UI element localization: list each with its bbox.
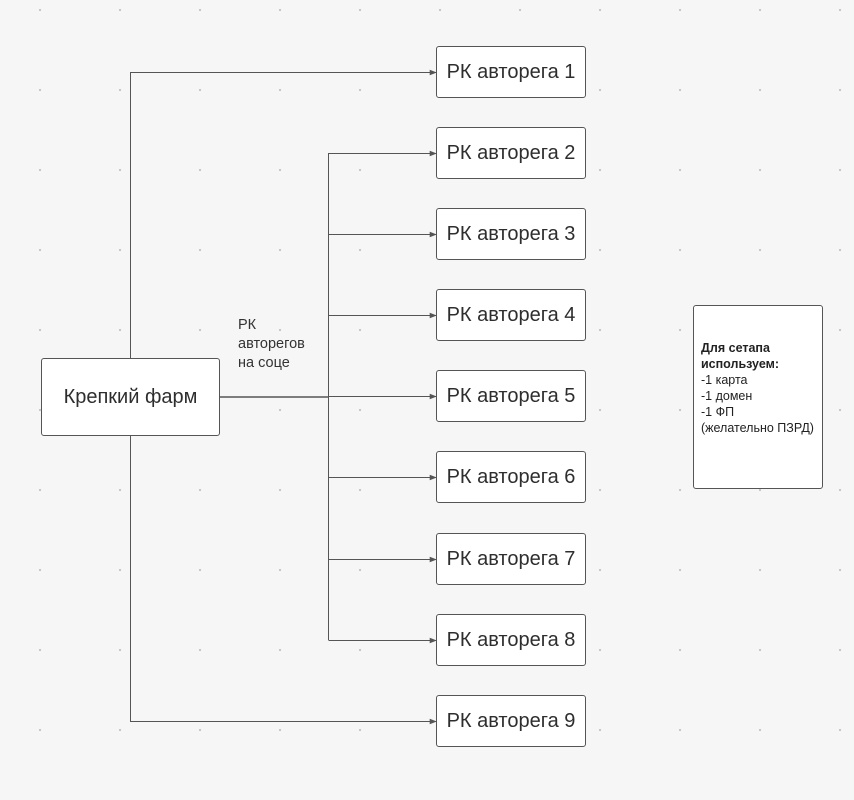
connector-to-target-9 — [130, 436, 437, 725]
note-line: -1 карта — [701, 373, 748, 387]
target-node-9[interactable]: РК авторега 9 — [436, 695, 586, 747]
target-node-label: РК авторега 8 — [446, 628, 576, 651]
target-node-3[interactable]: РК авторега 3 — [436, 208, 586, 260]
connector-to-target-1 — [130, 69, 437, 358]
target-node-label: РК авторега 4 — [446, 303, 576, 326]
target-node-label: РК авторега 3 — [446, 222, 576, 245]
target-node-label: РК авторега 9 — [446, 709, 576, 732]
target-node-label: РК авторега 5 — [446, 384, 576, 407]
target-node-1[interactable]: РК авторега 1 — [436, 46, 586, 98]
note-setup[interactable]: Для сетапа используем: -1 карта -1 домен… — [693, 305, 823, 489]
connector-group — [130, 69, 437, 725]
target-node-4[interactable]: РК авторега 4 — [436, 289, 586, 341]
target-node-label: РК авторега 1 — [446, 60, 576, 83]
target-node-label: РК авторега 6 — [446, 465, 576, 488]
note-line: -1 домен — [701, 389, 753, 403]
edge-label-rk-autoregs: РК авторегов на соце — [238, 316, 328, 373]
target-node-2[interactable]: РК авторега 2 — [436, 127, 586, 179]
target-node-5[interactable]: РК авторега 5 — [436, 370, 586, 422]
edge-label-line: РК — [238, 317, 257, 333]
note-line: -1 ФП — [701, 405, 735, 419]
edge-label-line: авторегов — [238, 336, 305, 352]
note-line: (желательно ПЗРД) — [701, 421, 814, 435]
target-node-label: РК авторега 2 — [446, 141, 576, 164]
target-node-7[interactable]: РК авторега 7 — [436, 533, 586, 585]
target-node-8[interactable]: РК авторега 8 — [436, 614, 586, 666]
source-node-label: Крепкий фарм — [63, 385, 198, 408]
target-node-6[interactable]: РК авторега 6 — [436, 451, 586, 503]
note-title: Для сетапа используем: — [701, 341, 780, 371]
source-node-krepkiy-farm[interactable]: Крепкий фарм — [41, 358, 220, 436]
edge-label-line: на соце — [238, 355, 290, 371]
target-node-label: РК авторега 7 — [446, 547, 576, 570]
